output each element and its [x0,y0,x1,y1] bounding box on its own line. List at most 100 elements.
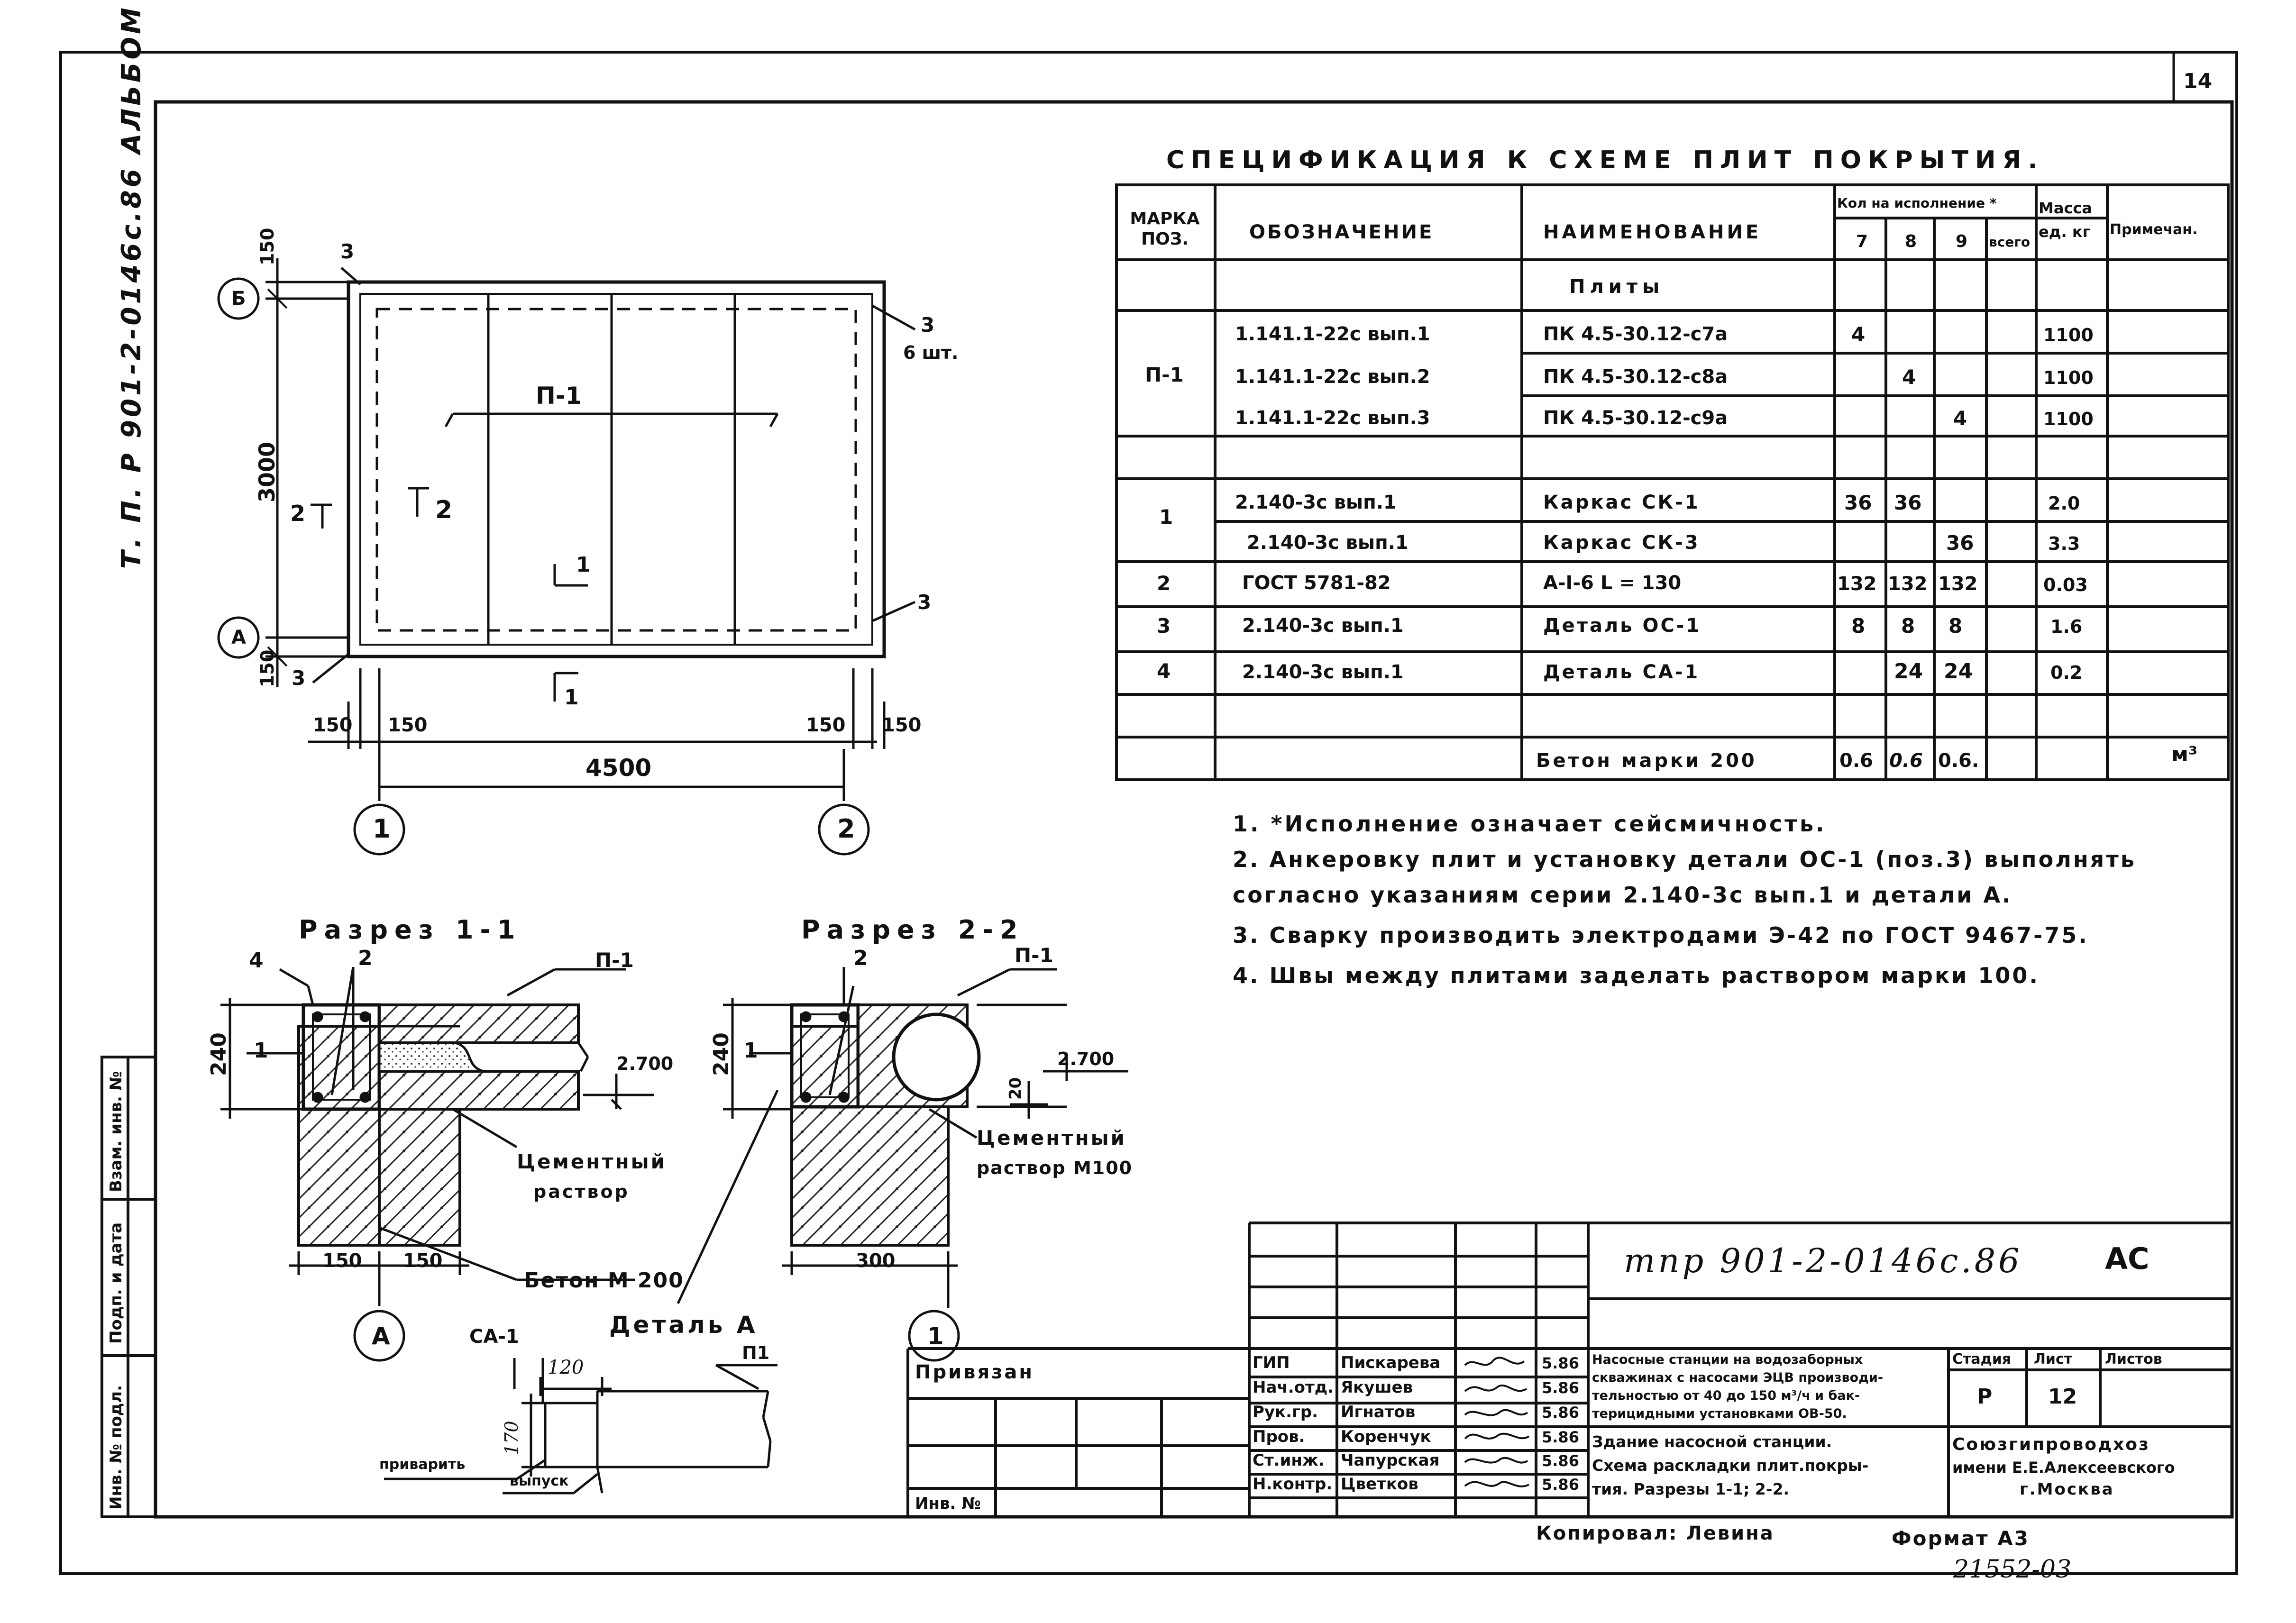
title-desc: терицидными установками ОВ-50. [1592,1406,1847,1421]
plan-callout-3: 3 [292,666,306,690]
person-name: Чапурская [1341,1451,1440,1470]
page-number: 14 [2183,69,2213,93]
spec-cell-designation: 2.140-3с вып.1 [1235,492,1397,513]
album-label: Т. П. Р 901-2-0146с.86 АЛЬБОМ III [116,0,147,569]
plan-dim-150: 150 [313,714,353,736]
title-desc: Здание насосной станции. [1592,1432,1832,1451]
section22-mortar: раствор М100 [977,1158,1133,1178]
section11-label-1: 1 [254,1039,268,1063]
spec-cell-name: Деталь ОС-1 [1543,615,1701,637]
spec-header-designation: ОБОЗНАЧЕНИЕ [1249,221,1434,243]
spec-header-total: всего [1989,234,2031,250]
section22-label-p1: П-1 [1015,944,1053,967]
copied-by: Копировал: Левина [1536,1523,1775,1544]
spec-cell-mass: 0.03 [2043,574,2088,595]
spec-cell-designation: 2.140-3с вып.1 [1247,532,1409,554]
detail-a-p1: П1 [742,1342,770,1363]
note-line: 2. Анкеровку плит и установку детали ОС-… [1233,847,2136,872]
plan-axis-a: А [231,627,246,648]
spec-cell-mark: 4 [1157,659,1171,683]
plan-callout-3: 3 [917,591,932,614]
spec-cell-q8: 24 [1894,659,1923,684]
section11-title: Разрез 1-1 [299,915,522,945]
spec-header-note: Примечан. [2110,221,2198,238]
section22-label-1: 1 [743,1039,758,1063]
org-name: имени Е.Е.Алексеевского [1952,1459,2175,1477]
detail-a-dim-170: 170 [501,1421,522,1455]
title-desc: тия. Разрезы 1-1; 2-2. [1592,1480,1790,1498]
axis-a-bubble [217,616,260,659]
role: Пров. [1253,1427,1305,1446]
spec-cell-mark: 1 [1159,505,1173,529]
stadia-header: Стадия [1952,1351,2012,1368]
sign-date: 5.86 [1542,1452,1579,1470]
plan-section-mark: 1 [576,553,591,577]
plan-callout-3: 3 [921,313,935,337]
spec-header-name: НАИМЕНОВАНИЕ [1543,221,1762,243]
title-code: тпр 901-2-0146с.86 [1624,1241,2022,1280]
detail-a-weld: приварить [379,1456,466,1473]
spec-cell-q9: 4 [1953,407,1967,430]
plan-dim-150-top: 150 [257,228,278,265]
spec-cell-mark: 3 [1157,614,1171,638]
spec-cell-mass: 1100 [2043,325,2094,346]
section11-axis-a: А [372,1322,390,1350]
detail-a-linework [384,1358,778,1495]
spec-cell-name: ПК 4.5-30.12-с9а [1543,407,1728,429]
section22-axis-1-bubble [908,1310,960,1362]
section22-dim-300: 300 [856,1250,896,1272]
list-header: Лист [2034,1351,2073,1368]
plan-callout-3: 3 [340,240,355,263]
spec-cell-q9: 24 [1944,659,1973,684]
spec-cell-mass: 0.2 [2050,662,2083,683]
spec-cell-q8: 8 [1901,614,1915,638]
sign-date: 5.86 [1542,1354,1579,1372]
org-name: Союзгипроводхоз [1952,1435,2150,1454]
section11-label-2: 2 [358,946,373,970]
spec-cell-designation: 1.141.1-22с вып.1 [1235,323,1430,345]
spec-cell-note: м³ [2171,742,2198,766]
spec-header-v9: 9 [1956,232,1968,251]
spec-cell-name: Бетон марки 200 [1536,750,1757,772]
section22-title: Разрез 2-2 [801,915,1025,945]
inner-frame [154,100,2234,1519]
axis-1-bubble [353,803,405,856]
stamp-vzam: Взам. инв. № [107,1071,126,1192]
detail-a-ca1: СА-1 [469,1326,519,1348]
spec-cell-q9: 0.6. [1938,750,1979,772]
person-name: Пискарева [1341,1353,1441,1372]
title-block-grid [906,1222,2232,1517]
role: Ст.инж. [1253,1451,1325,1470]
stamp-podp: Подп. и дата [107,1222,126,1344]
spec-header-mark: МАРКА ПОЗ. [1130,209,1200,249]
spec-cell-q8: 132 [1888,573,1928,595]
plan-dim-150: 150 [806,714,846,736]
section11-dim-150: 150 [322,1250,362,1272]
title-inv-no: Инв. № [915,1494,981,1513]
spec-title: СПЕЦИФИКАЦИЯ К СХЕМЕ ПЛИТ ПОКРЫТИЯ. [1166,146,2044,174]
section11-elev: 2.700 [616,1053,674,1074]
section-22-linework [677,967,1128,1308]
spec-cell-q7: 132 [1837,573,1877,595]
plan-dim-150: 150 [388,714,428,736]
spec-cell-name: Каркас СК-1 [1543,492,1700,513]
spec-cell-q8: 4 [1902,365,1916,389]
stadia-value: Р [1977,1385,1993,1409]
section11-concrete: Бетон М 200 [524,1268,684,1293]
role: Рук.гр. [1253,1403,1318,1422]
spec-group-plates: Плиты [1569,276,1665,298]
person-name: Игнатов [1341,1403,1416,1422]
role: Нач.отд. [1253,1378,1334,1397]
detail-a-title: Деталь А [609,1311,758,1339]
sign-date: 5.86 [1542,1379,1579,1397]
plan-dim-150: 150 [882,714,922,736]
title-as: АС [2105,1241,2150,1276]
axis-2-bubble [818,803,870,856]
person-name: Якушев [1341,1378,1413,1397]
org-name: г.Москва [2020,1480,2114,1499]
spec-cell-q9: 36 [1946,531,1974,555]
spec-cell-mass: 1.6 [2050,616,2083,637]
section11-label-4: 4 [249,948,264,973]
section11-label-p1: П-1 [595,948,634,972]
